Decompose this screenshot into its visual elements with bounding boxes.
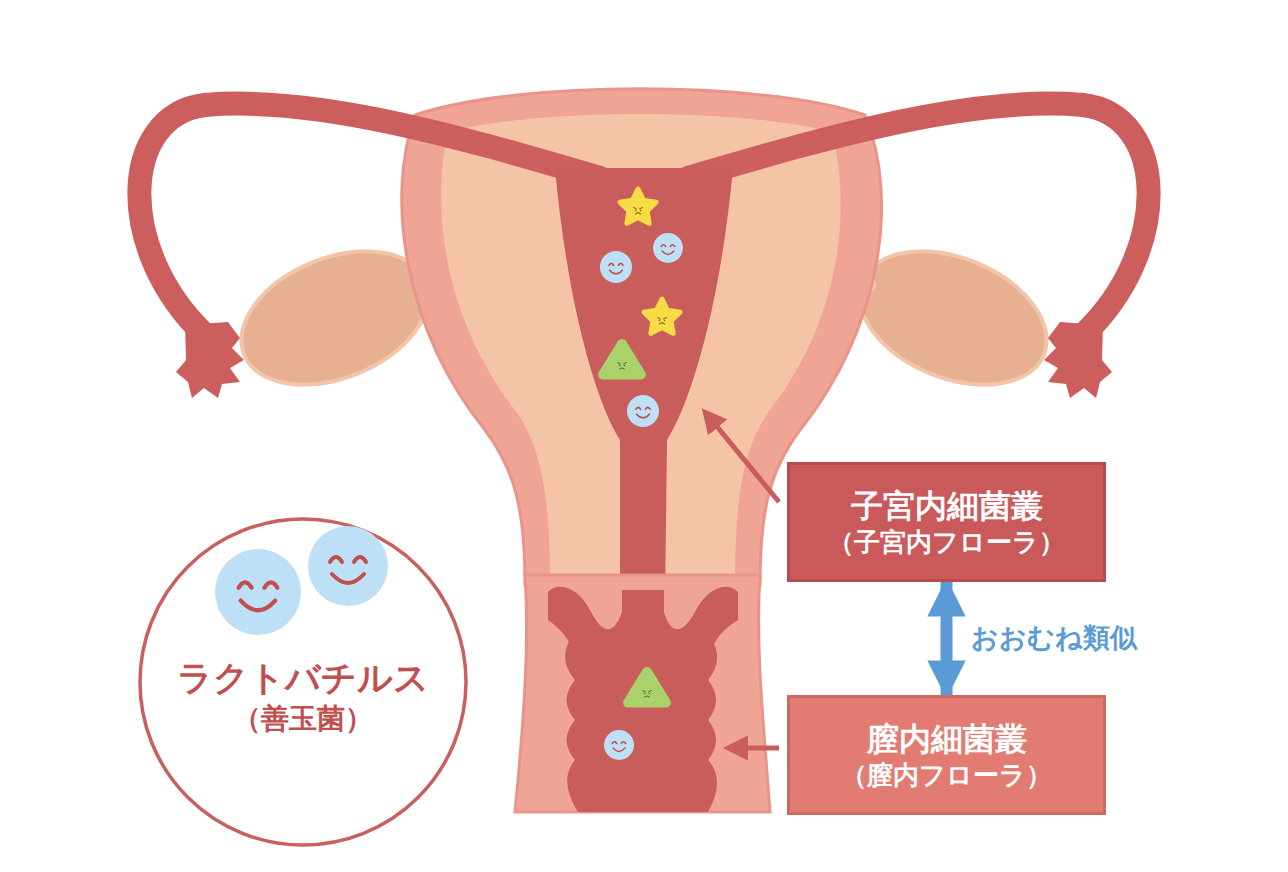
- vaginal-canal: [565, 640, 717, 812]
- neutral-bacteria-icon: [603, 344, 641, 375]
- bad-bacteria-icon: [644, 299, 680, 333]
- edge-label: おおむね類似: [969, 622, 1139, 654]
- vagina-wall: [515, 575, 770, 812]
- lactobacillus-icon: [600, 251, 632, 283]
- leader-arrow: [728, 746, 779, 751]
- fallopian-tube: [688, 104, 1149, 335]
- node-heading: ラクトバチルス: [177, 657, 429, 701]
- flora-box: 子宮内細菌叢（子宮内フローラ）: [787, 462, 1106, 582]
- node-subtitle: （子宮内フローラ）: [828, 526, 1065, 559]
- fimbriae: [1044, 322, 1112, 398]
- leader-arrow: [705, 412, 779, 502]
- node-heading: 子宮内細菌叢: [851, 486, 1043, 526]
- lactobacillus-icon: [653, 233, 683, 263]
- lactobacillus-icon: [308, 526, 388, 606]
- fimbriae: [176, 322, 244, 398]
- lactobacillus-icon: [215, 549, 301, 635]
- node-subtitle: （善玉菌）: [233, 701, 373, 736]
- bad-bacteria-icon: [620, 189, 656, 223]
- flora-box: 膣内細菌叢（膣内フローラ）: [787, 695, 1106, 815]
- uterine-cavity: [555, 168, 733, 600]
- fallopian-tube: [139, 104, 600, 335]
- lactobacillus-icon: [604, 730, 634, 760]
- legend-circle: ラクトバチルス（善玉菌）: [138, 517, 468, 847]
- neutral-bacteria-icon: [628, 672, 666, 703]
- node-heading: 膣内細菌叢: [867, 719, 1027, 759]
- node-subtitle: （膣内フローラ）: [841, 759, 1052, 792]
- lactobacillus-icon: [627, 395, 659, 427]
- bacteria: [600, 189, 683, 760]
- cervix: [548, 587, 738, 652]
- double-arrow: [941, 582, 953, 695]
